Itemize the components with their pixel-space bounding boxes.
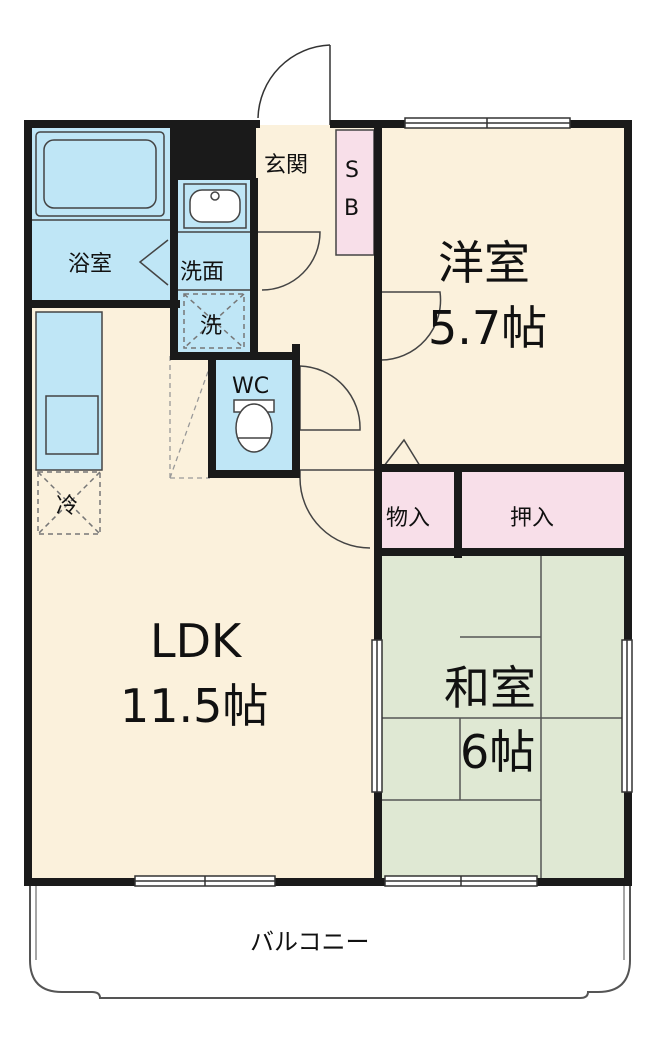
- fridge-label: 冷: [56, 494, 79, 519]
- shoebox-label-b: B: [344, 196, 360, 221]
- oshiire-label: 押入: [510, 506, 555, 531]
- ldk-size: 11.5帖: [120, 679, 269, 733]
- shoebox-floor: [335, 129, 375, 256]
- western-room-floor: [380, 125, 625, 470]
- western-room-size: 5.7帖: [428, 301, 548, 355]
- washer-space-icon: [183, 293, 245, 349]
- ldk-name: LDK: [150, 614, 242, 668]
- washbasin-icon: [183, 183, 247, 229]
- oshiire-floor: [460, 470, 625, 550]
- western-room-name: 洋室: [438, 236, 530, 290]
- fridge-space-icon: [37, 471, 101, 535]
- shoebox-label-s: S: [345, 158, 359, 183]
- toilet-label: WC: [232, 374, 270, 399]
- windows: [134, 117, 633, 887]
- toilet-icon: [233, 399, 275, 453]
- bath-label: 浴室: [68, 252, 113, 277]
- storage-label: 物入: [386, 506, 431, 531]
- entrance-label: 玄関: [264, 153, 309, 178]
- balcony-label: バルコニー: [250, 928, 370, 956]
- washer-label: 洗: [200, 314, 223, 339]
- balcony: [29, 886, 631, 999]
- washroom-label: 洗面: [180, 260, 225, 285]
- japanese-room-name: 和室: [444, 661, 536, 715]
- tatami-floor: [379, 554, 626, 881]
- japanese-room-size: 6帖: [460, 725, 536, 779]
- door-swing-icon: [257, 44, 331, 125]
- bathtub-icon: [30, 131, 170, 286]
- kitchen-sink-icon: [45, 395, 99, 455]
- storage-floor: [380, 470, 460, 550]
